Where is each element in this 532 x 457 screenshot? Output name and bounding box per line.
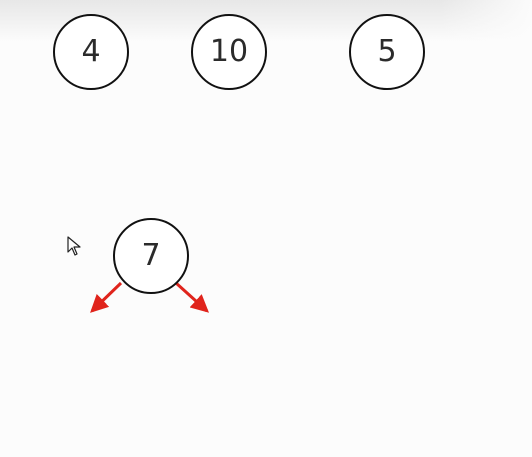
node-10-label: 10: [209, 34, 249, 69]
node-7-label: 7: [141, 238, 161, 273]
node-10: 10: [191, 14, 267, 90]
node-4: 4: [53, 14, 129, 90]
mouse-pointer-icon: [67, 236, 81, 256]
node-4-label: 4: [81, 34, 101, 69]
node-5-label: 5: [377, 34, 397, 69]
node-7: 7: [113, 218, 189, 294]
edge-7-left-arrow: [90, 281, 123, 313]
node-5: 5: [349, 14, 425, 90]
edge-7-right-arrow: [174, 281, 210, 313]
top-right-fade: [440, 0, 532, 42]
